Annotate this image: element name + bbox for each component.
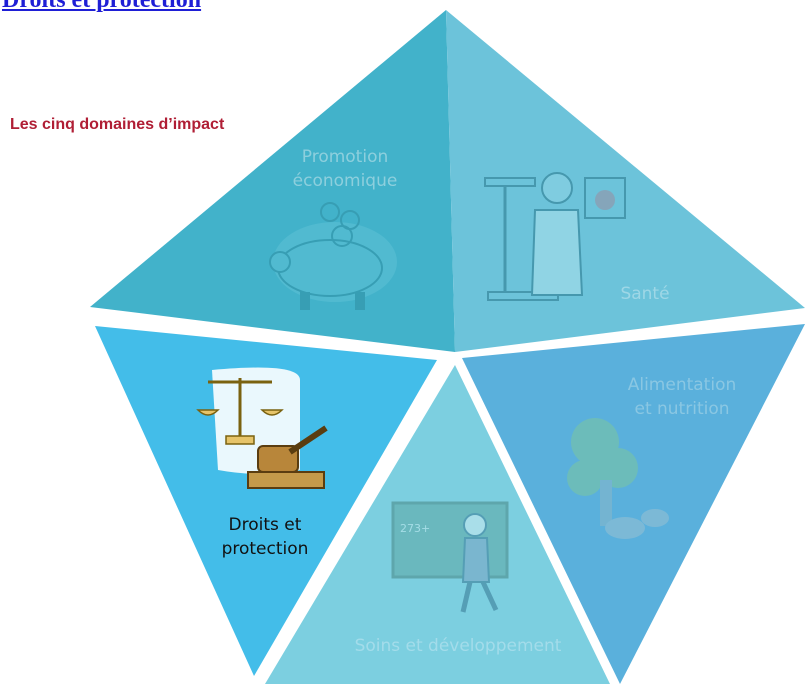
scales-gavel-icon xyxy=(196,367,328,489)
vegetables-icon xyxy=(567,418,669,539)
diagram-title: Les cinq domaines d’impact xyxy=(10,116,225,133)
segment-economic[interactable]: Promotion économique xyxy=(90,10,455,352)
segment-health-label: Santé xyxy=(620,284,669,304)
segment-economic-label-1: Promotion xyxy=(302,147,389,167)
blackboard-text: 273+ xyxy=(400,522,430,535)
teacher-blackboard-icon: 273+ xyxy=(391,501,509,613)
segment-care-label: Soins et développement xyxy=(355,636,562,656)
segment-nutrition[interactable]: Alimentation et nutrition xyxy=(462,324,805,684)
segment-rights-label-2: protection xyxy=(222,539,309,559)
segment-rights-label-1: Droits et xyxy=(229,515,302,535)
doctor-scale-icon xyxy=(484,172,626,301)
segment-health[interactable]: Santé xyxy=(446,10,805,352)
page-title-link[interactable]: Droits et protection xyxy=(2,0,202,13)
segment-care[interactable]: 273+ Soins et développement xyxy=(265,365,610,684)
piggy-bank-icon xyxy=(269,202,397,310)
segment-rights[interactable]: Droits et protection xyxy=(90,320,446,684)
segment-nutrition-label-1: Alimentation xyxy=(628,375,737,395)
segment-economic-label-2: économique xyxy=(293,171,398,191)
segment-nutrition-label-2: et nutrition xyxy=(634,399,729,419)
